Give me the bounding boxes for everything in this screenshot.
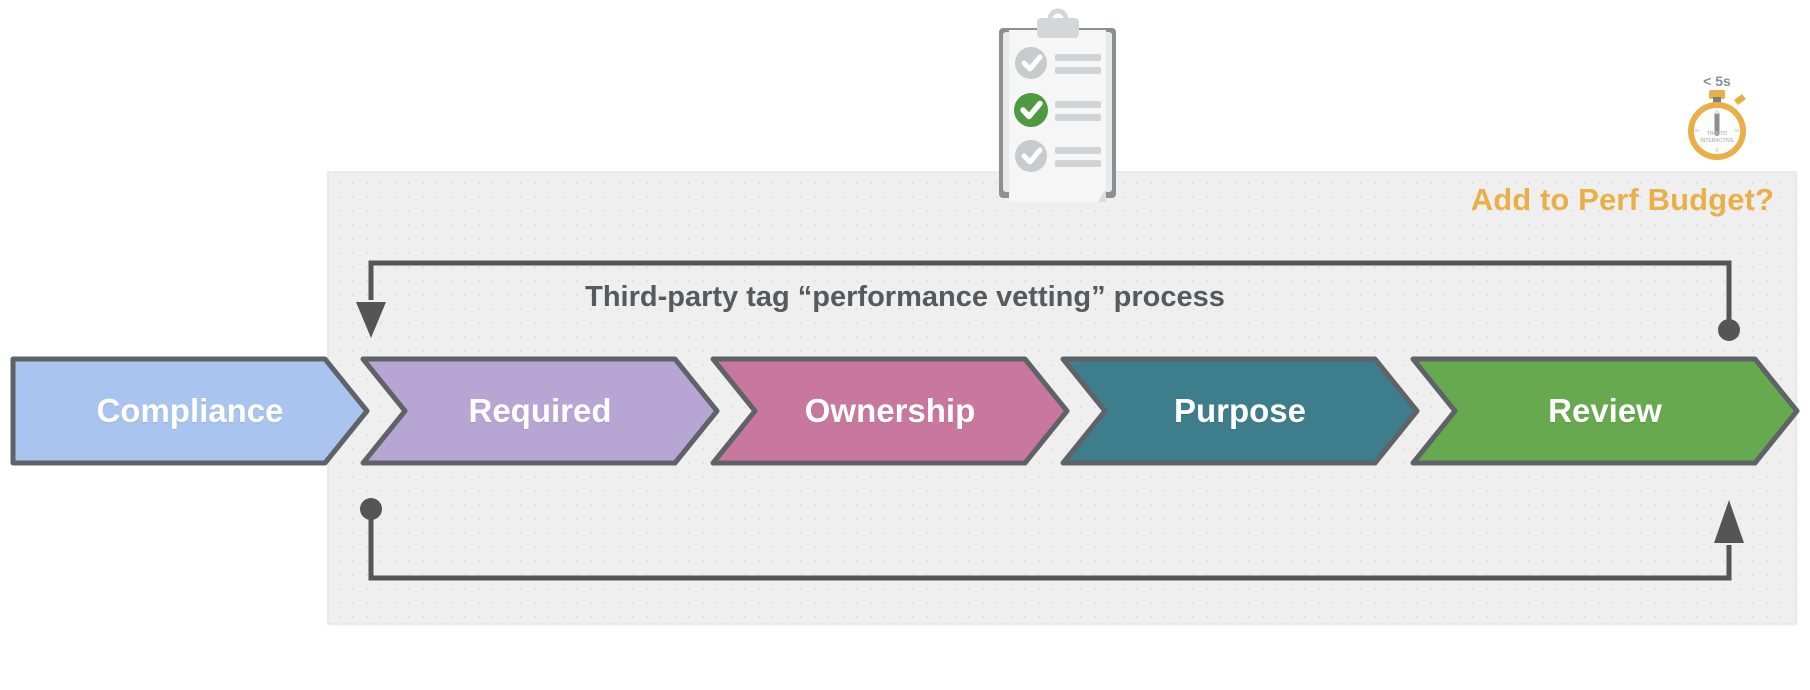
stage-purpose-shape	[1060, 356, 1420, 466]
stage-compliance-shape	[10, 356, 370, 466]
stage-review[interactable]: Review	[1410, 356, 1800, 466]
stage-compliance[interactable]: Compliance	[10, 356, 370, 466]
page-title: Third-party tag “performance vetting” pr…	[585, 281, 1225, 313]
stage-compliance-label: Compliance	[96, 392, 284, 429]
stage-purpose-label: Purpose	[1173, 392, 1307, 429]
stage-ownership[interactable]: Ownership	[710, 356, 1070, 466]
perf-budget-label: Add to Perf Budget?	[1470, 182, 1774, 217]
stopwatch-value-label: < 5s	[1703, 73, 1731, 89]
stage-purpose[interactable]: Purpose	[1060, 356, 1420, 466]
stage-required-label: Required	[468, 392, 612, 429]
process-stage-row: Compliance Required Ownership Purpose Re…	[10, 356, 1800, 466]
clipboard-icon	[985, 6, 1130, 221]
stage-review-shape	[1410, 356, 1800, 466]
stage-review-label: Review	[1548, 392, 1662, 429]
stage-required-shape	[360, 356, 720, 466]
stopwatch-metric-line1: TIME TO	[1707, 131, 1727, 137]
stage-ownership-label: Ownership	[804, 392, 976, 429]
stopwatch-metric-line2: INTERACTIVE	[1700, 138, 1734, 144]
stopwatch-icon: < 5s TIME TO INTERACTIVE	[1676, 72, 1758, 164]
stage-ownership-shape	[710, 356, 1070, 466]
stage-required[interactable]: Required	[360, 356, 720, 466]
